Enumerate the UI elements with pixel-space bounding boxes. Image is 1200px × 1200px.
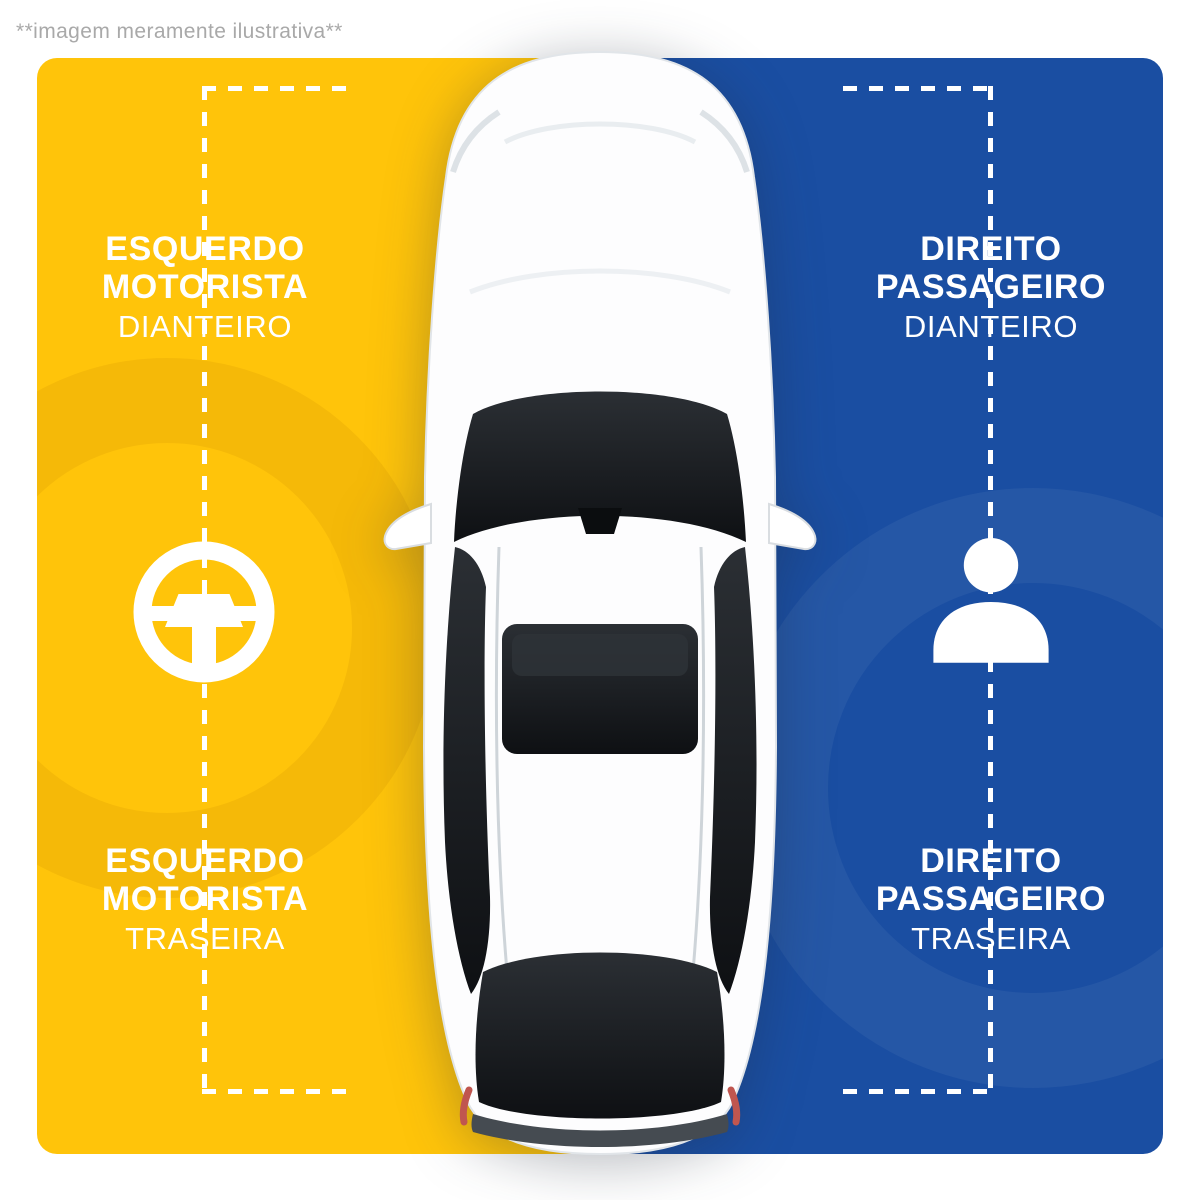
car-right-side-glass — [709, 547, 757, 994]
guide-line-right-bottom — [843, 1089, 993, 1094]
car-left-mirror — [383, 502, 432, 551]
label-passenger-front-line2: PASSAGEIRO — [875, 268, 1107, 306]
car-rear-window — [475, 952, 725, 1119]
label-passenger-front-line1: DIREITO — [920, 230, 1062, 268]
car-rear-bumper — [471, 1114, 729, 1147]
guide-line-left-bottom — [202, 1089, 352, 1094]
guide-line-right-top — [843, 86, 993, 91]
steering-wheel-icon — [129, 537, 279, 687]
label-driver-front-line3: DIANTEIRO — [117, 309, 293, 344]
guide-line-left-top — [202, 86, 352, 91]
label-driver-front-line1: ESQUERDO — [105, 230, 305, 268]
label-driver-rear: ESQUERDO MOTORISTA TRASEIRA — [37, 842, 373, 958]
label-passenger-rear-line3: TRASEIRA — [911, 921, 1071, 956]
disclaimer-text: **imagem meramente ilustrativa** — [16, 20, 343, 43]
guide-line-left-vertical — [202, 86, 207, 1094]
car-body — [422, 50, 778, 1156]
label-driver-front: ESQUERDO MOTORISTA DIANTEIRO — [37, 230, 373, 346]
car-right-mirror — [768, 502, 817, 551]
car-top-view-illustration — [383, 50, 817, 1156]
label-passenger-rear-line1: DIREITO — [920, 842, 1062, 880]
label-passenger-rear-line2: PASSAGEIRO — [875, 880, 1107, 918]
person-icon — [911, 522, 1071, 682]
car-left-side-glass — [443, 547, 491, 994]
label-passenger-front: DIREITO PASSAGEIRO DIANTEIRO — [823, 230, 1159, 346]
label-driver-rear-line3: TRASEIRA — [125, 921, 285, 956]
label-driver-front-line2: MOTORISTA — [101, 268, 309, 306]
label-passenger-rear: DIREITO PASSAGEIRO TRASEIRA — [823, 842, 1159, 958]
label-driver-rear-line2: MOTORISTA — [101, 880, 309, 918]
label-passenger-front-line3: DIANTEIRO — [903, 309, 1079, 344]
label-driver-rear-line1: ESQUERDO — [105, 842, 305, 880]
car-windshield — [454, 391, 746, 542]
